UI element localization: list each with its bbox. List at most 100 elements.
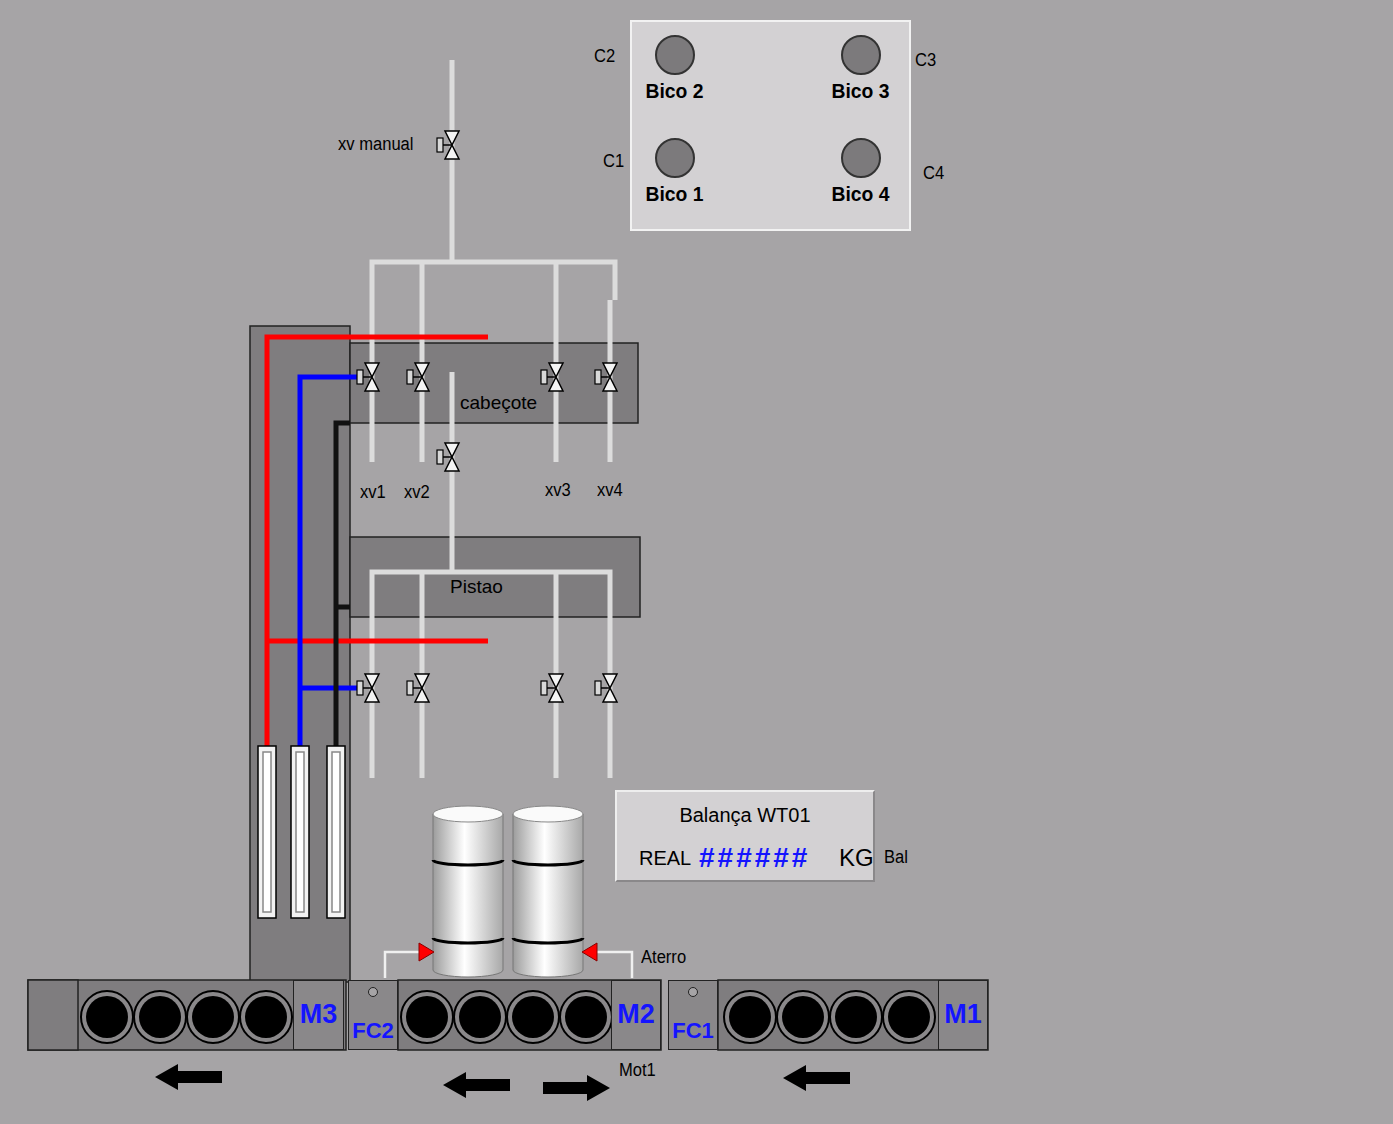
motor-tag: M2 bbox=[617, 999, 655, 1030]
nozzle: Bico 3 bbox=[811, 35, 911, 103]
nozzle-pipe bbox=[450, 372, 455, 572]
drum bbox=[513, 938, 583, 943]
drum bbox=[433, 806, 583, 977]
nozzle-label: Bico 2 bbox=[646, 79, 704, 103]
scale-panel: Balança WT01REAL######KG bbox=[615, 790, 875, 882]
panel-title: Balança WT01 bbox=[617, 804, 873, 827]
valve-tag: xv1 bbox=[360, 482, 386, 503]
drum bbox=[433, 814, 503, 977]
valve-symbol bbox=[595, 363, 617, 391]
motor-tag: M3 bbox=[300, 999, 338, 1030]
motor-tag-text: Mot1 bbox=[619, 1060, 656, 1081]
pneumatic-cylinder bbox=[327, 746, 345, 918]
conveyor-roller bbox=[830, 991, 882, 1043]
drum bbox=[433, 860, 503, 865]
direction-arrow bbox=[443, 1072, 510, 1098]
nozzle-callout: C4 bbox=[923, 163, 944, 184]
sensor-tag: FC2 bbox=[352, 1018, 394, 1043]
supply-pipe bbox=[372, 60, 615, 300]
pneumatic-cylinder bbox=[332, 752, 340, 912]
sensor-box: FC2 bbox=[348, 980, 398, 1050]
conveyor bbox=[718, 980, 988, 1050]
sensor-dot bbox=[368, 987, 378, 997]
nozzle-callout: C2 bbox=[594, 46, 615, 67]
nozzle-circle bbox=[841, 138, 881, 178]
drum bbox=[513, 814, 583, 977]
nozzle-callout: C1 bbox=[603, 151, 624, 172]
ground-clamp bbox=[582, 943, 597, 961]
valve-symbol bbox=[357, 131, 617, 702]
valve-symbol bbox=[407, 363, 429, 391]
valve-symbol bbox=[357, 363, 379, 391]
air-line bbox=[267, 337, 488, 746]
air-line bbox=[267, 337, 488, 746]
air-line bbox=[300, 686, 358, 691]
head-block: cabeçote bbox=[350, 343, 638, 423]
conveyor bbox=[28, 980, 346, 1050]
motor-box: M2 bbox=[611, 980, 661, 1050]
block-label: Pistao bbox=[448, 576, 505, 598]
nozzle: Bico 1 bbox=[625, 138, 725, 206]
nozzle-callout: C3 bbox=[915, 50, 936, 71]
conveyor-roller bbox=[240, 991, 292, 1043]
valve-tag: xv manual bbox=[338, 134, 413, 155]
direction-arrow bbox=[543, 1075, 610, 1101]
valve-symbol bbox=[541, 363, 563, 391]
weight-value: ###### bbox=[699, 842, 810, 874]
nozzle: Bico 4 bbox=[811, 138, 911, 206]
motor-tag: M1 bbox=[944, 999, 982, 1030]
nozzle-pipe bbox=[372, 572, 610, 778]
supply-pipe bbox=[450, 60, 455, 262]
conveyor bbox=[398, 980, 661, 1050]
direction-arrow bbox=[783, 1065, 850, 1091]
drum bbox=[513, 806, 583, 822]
conveyor-roller bbox=[507, 991, 559, 1043]
nozzle-label: Bico 1 bbox=[646, 182, 704, 206]
nozzle-circle bbox=[655, 35, 695, 75]
nozzle-circle bbox=[841, 35, 881, 75]
conveyor-roller bbox=[81, 991, 133, 1043]
conveyor bbox=[28, 980, 988, 1050]
ground-clamp bbox=[419, 943, 434, 961]
air-line bbox=[336, 423, 350, 746]
pneumatic-cylinder bbox=[291, 746, 309, 918]
pneumatic-cylinder bbox=[258, 746, 345, 918]
supply-pipe bbox=[554, 262, 559, 300]
ground-clamp bbox=[385, 943, 632, 978]
conveyor-roller bbox=[401, 991, 453, 1043]
nozzle-label: Bico 3 bbox=[832, 79, 890, 103]
nozzle-circle bbox=[655, 138, 695, 178]
pneumatic-cylinder bbox=[263, 752, 271, 912]
direction-arrow bbox=[155, 1064, 222, 1090]
valve-symbol bbox=[541, 674, 563, 702]
conveyor-roller bbox=[724, 991, 776, 1043]
head-bar bbox=[350, 343, 638, 423]
sensor-tag: FC1 bbox=[672, 1018, 714, 1043]
ground-clamp bbox=[596, 952, 632, 978]
conveyor bbox=[28, 980, 78, 1050]
nozzle: Bico 2 bbox=[625, 35, 725, 103]
piston-block: Pistao bbox=[350, 537, 640, 617]
motor-box: M3 bbox=[293, 980, 344, 1050]
valve-symbol bbox=[407, 674, 429, 702]
conveyor-roller bbox=[883, 991, 935, 1043]
conveyor-roller bbox=[187, 991, 239, 1043]
direction-arrow bbox=[155, 1064, 850, 1101]
air-line bbox=[336, 605, 350, 610]
scale-tag: Bal bbox=[884, 847, 908, 868]
sensor-box: FC1 bbox=[668, 980, 718, 1050]
conveyor-roller bbox=[777, 991, 829, 1043]
valve-tag: xv4 bbox=[597, 480, 623, 501]
conveyor-roller bbox=[81, 991, 935, 1043]
supply-pipe bbox=[372, 262, 615, 300]
drum bbox=[433, 806, 503, 822]
motor-box: M1 bbox=[938, 980, 988, 1050]
nozzle-label: Bico 4 bbox=[832, 182, 890, 206]
pneumatic-cylinder bbox=[296, 752, 304, 912]
conveyor-roller bbox=[134, 991, 186, 1043]
panel-text: KG bbox=[839, 844, 874, 872]
valve-symbol bbox=[357, 674, 379, 702]
